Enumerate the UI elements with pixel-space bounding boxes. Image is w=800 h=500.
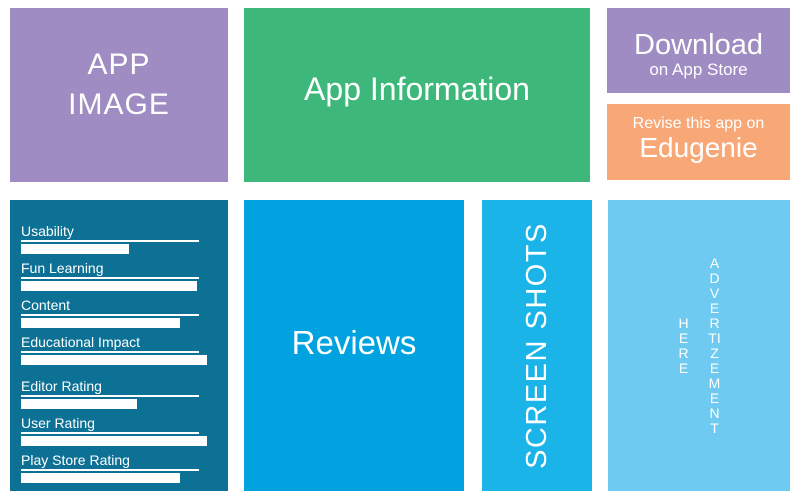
reviews-panel: Reviews [244,200,464,491]
rating-label: Editor Rating [21,379,200,397]
rating-row-usability: Usability [21,224,217,254]
rating-label: Fun Learning [21,261,200,279]
app-information-panel: App Information [244,8,590,182]
download-label: Download [634,29,763,61]
advertisement-panel: HERE ADVERTIZEMENT [608,200,790,491]
rating-bar [21,473,180,483]
rating-label: User Rating [21,416,200,434]
rating-bar [21,436,208,446]
rating-bar [21,355,208,365]
rating-row-fun-learning: Fun Learning [21,261,217,291]
revise-on-edugenie-button[interactable]: Revise this app on Edugenie [607,104,790,180]
rating-label: Play Store Rating [21,453,200,471]
rating-row-content: Content [21,298,217,328]
rating-label: Educational Impact [21,335,200,353]
app-information-label: App Information [304,70,530,107]
advertisement-word-main: ADVERTIZEMENT [708,254,721,436]
rating-row-user-rating: User Rating [21,416,217,446]
rating-row-editor-rating: Editor Rating [21,379,217,409]
rating-bar [21,399,137,409]
download-sublabel: on App Store [649,60,748,79]
rating-bar [21,281,198,291]
app-image-placeholder: APP IMAGE [10,8,228,182]
app-image-label-line1: APP [87,48,151,81]
rating-row-educational-impact: Educational Impact [21,335,217,365]
download-app-store-button[interactable]: Download on App Store [607,8,790,93]
rating-label: Content [21,298,200,316]
reviews-label: Reviews [291,323,417,361]
screenshots-label: SCREEN SHOTS [520,222,553,469]
edugenie-label: Edugenie [639,132,758,163]
edugenie-sublabel: Revise this app on [632,115,765,132]
rating-row-play-store-rating: Play Store Rating [21,453,217,483]
app-image-label-line2: IMAGE [68,88,170,121]
ratings-panel: Usability Fun Learning Content Education… [10,200,228,491]
rating-bar [21,318,180,328]
rating-label: Usability [21,224,200,242]
screenshots-panel: SCREEN SHOTS [482,200,592,491]
rating-bar [21,244,129,254]
advertisement-word-here: HERE [678,314,689,376]
